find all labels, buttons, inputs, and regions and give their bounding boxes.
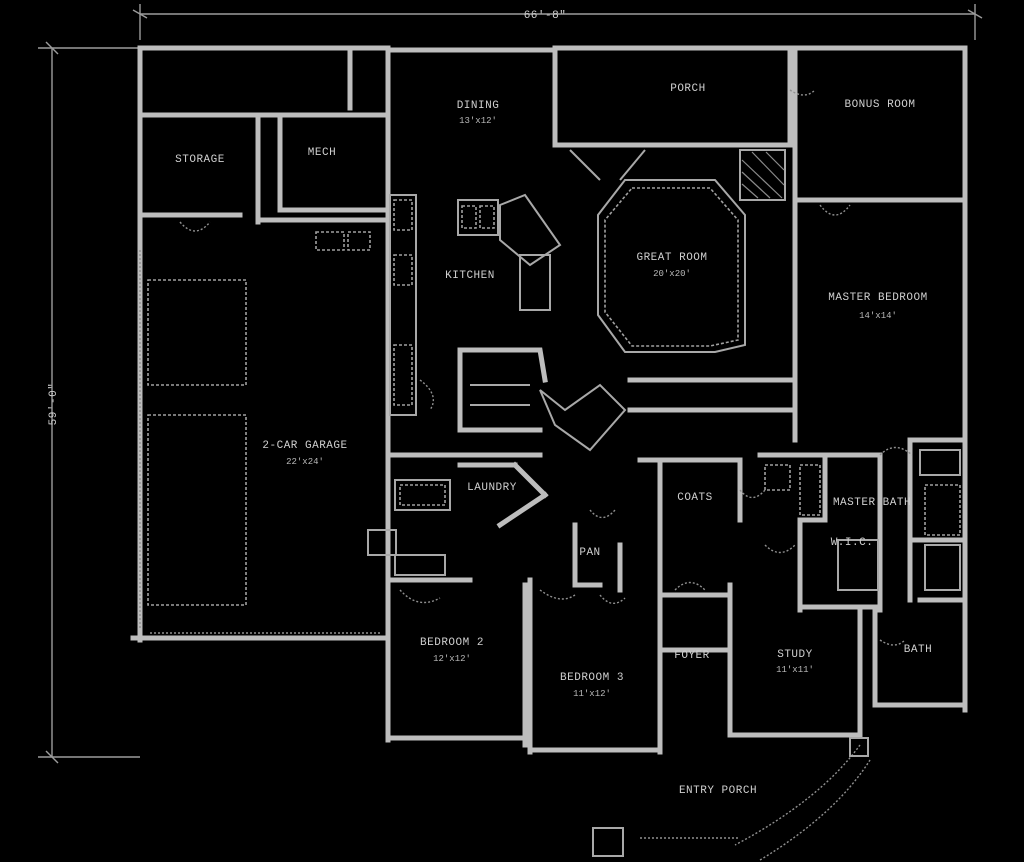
study-size: 11'x11' (776, 665, 814, 675)
overall-width-label: 66'-8" (524, 10, 567, 22)
bonus-room-name: BONUS ROOM (844, 99, 915, 111)
bedroom-2-size: 12'x12' (433, 654, 471, 664)
bedroom-3-size: 11'x12' (573, 689, 611, 699)
master-bedroom-name: MASTER BEDROOM (828, 292, 927, 304)
pantry-name: PAN (579, 547, 600, 559)
wic-name: W.I.C. (831, 537, 874, 549)
garage-bays (139, 250, 380, 634)
door-swings (179, 89, 913, 646)
master-bath-name: MASTER BATH (833, 497, 911, 509)
entry-porch-name: ENTRY PORCH (679, 785, 757, 797)
room-labels: DINING 13'x12' BONUS ROOM PORCH MASTER B… (175, 83, 932, 797)
overall-depth-label: 59'-0" (48, 383, 60, 426)
coats-name: COATS (677, 492, 713, 504)
master-bedroom-size: 14'x14' (859, 311, 897, 321)
bedroom-3-name: BEDROOM 3 (560, 672, 624, 684)
kitchen-name: KITCHEN (445, 270, 495, 282)
study-name: STUDY (777, 649, 813, 661)
laundry-name: LAUNDRY (467, 482, 517, 494)
kitchen-fixtures (315, 193, 562, 416)
garage-name: 2-CAR GARAGE (262, 440, 347, 452)
great-room-name: GREAT ROOM (636, 252, 707, 264)
great-room-ceiling (569, 149, 786, 353)
porch-name: PORCH (670, 83, 706, 95)
bedroom-2-name: BEDROOM 2 (420, 637, 484, 649)
foyer-name: FOYER (674, 650, 710, 662)
interior-walls (137, 45, 968, 755)
dining-size: 13'x12' (459, 116, 497, 126)
bath-name: BATH (904, 644, 932, 656)
garage-size: 22'x24' (286, 457, 324, 467)
mech-name: MECH (308, 147, 336, 159)
dining-name: DINING (457, 100, 500, 112)
entry-walk (592, 737, 871, 861)
dimension-lines (38, 4, 983, 764)
great-room-size: 20'x20' (653, 269, 691, 279)
storage-name: STORAGE (175, 154, 225, 166)
bath-fixtures (367, 449, 961, 591)
angled-walls (457, 347, 627, 529)
